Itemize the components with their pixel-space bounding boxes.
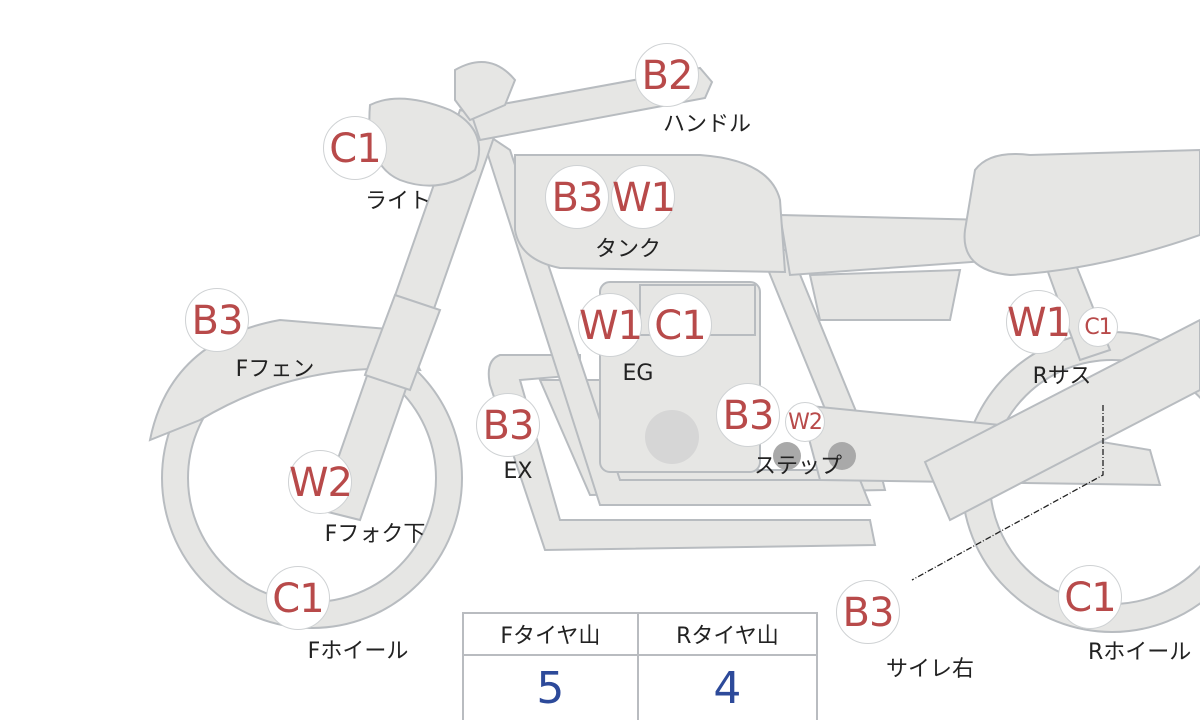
silencer-leader-line [911,405,1104,581]
badge-silencer-b3: B3 [836,580,900,644]
label-light: ライト [364,189,432,214]
headlight [368,97,480,187]
label-silencer-right: サイレ右 [885,657,975,682]
value-front-tire: 5 [462,654,639,720]
badge-rsus-w1: W1 [1006,290,1071,354]
badge-ffender-b3: B3 [185,288,249,352]
label-tank: タンク [594,237,662,262]
label-exhaust: EX [503,459,533,484]
meter [454,61,517,122]
label-rsus: Rサス [1032,364,1092,389]
exhaust-pipe [487,354,877,552]
badge-tank-w1: W1 [611,165,676,229]
label-ffender: Fフェン [235,357,315,382]
header-rear-tire: Rタイヤ山 [636,612,819,656]
badge-rsus-c1: C1 [1078,307,1118,347]
badge-step-b3: B3 [716,383,780,447]
fork-upper [363,293,442,392]
step-left [773,442,801,470]
badge-rwheel-c1: C1 [1058,565,1122,629]
label-step: ステップ [753,454,843,479]
silencer [923,318,1200,522]
label-fwheel: Fホイール [307,639,409,664]
badge-fwheel-c1: C1 [266,566,330,630]
badge-exhaust-b3: B3 [476,393,540,457]
battery-box [808,268,962,321]
badge-engine-c1: C1 [648,293,712,357]
badge-engine-w1: W1 [578,293,643,357]
engine-cover-circle [645,410,699,464]
tire-tread-table: Fタイヤ山 Rタイヤ山 5 4 [462,612,819,720]
label-rwheel: Rホイール [1088,640,1192,665]
badge-step-w2: W2 [785,402,825,442]
seat [963,148,1200,277]
step-right [828,442,856,470]
label-engine: EG [622,361,654,386]
label-ffork-lower: Fフォク下 [324,522,426,547]
header-front-tire: Fタイヤ山 [462,612,639,656]
value-rear-tire: 4 [636,654,819,720]
badge-light-c1: C1 [323,116,387,180]
label-handle: ハンドル [662,112,752,137]
badge-ffork-w2: W2 [288,450,353,514]
badge-handle-b2: B2 [635,43,699,107]
badge-tank-b3: B3 [545,165,609,229]
